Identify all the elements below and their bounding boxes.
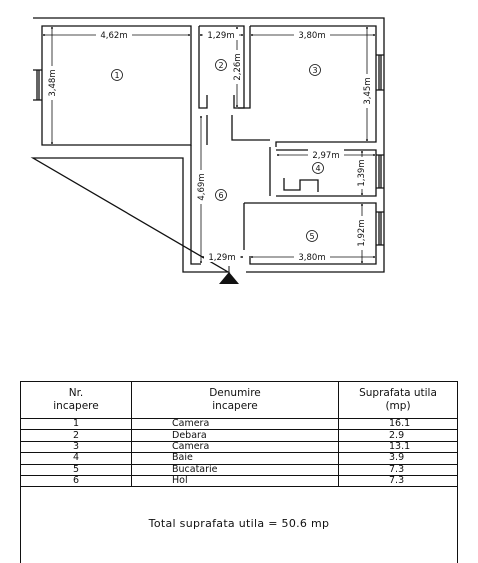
total-area: Total suprafata utila = 50.6 mp [148, 517, 330, 530]
cell-area: 13.1 [338, 441, 457, 454]
dim-hall-height: 4,69m [197, 173, 207, 200]
header-nr-label: Nr. incapere [53, 387, 99, 412]
rooms-table: Nr. incapere Denumire incapere Suprafata… [21, 382, 457, 488]
cell-area: 7.3 [338, 475, 457, 488]
dim-room1-height: 3,48m [48, 69, 58, 96]
cell-nr: 4 [21, 452, 132, 465]
cell-area: 16.1 [338, 418, 457, 431]
cell-area: 2.9 [338, 429, 457, 442]
cell-nr: 1 [21, 418, 132, 431]
cell-nr: 5 [21, 464, 132, 476]
dim-room4-height: 1,39m [357, 159, 367, 186]
cell-area: 3.9 [338, 452, 457, 465]
cell-name: Bucatarie [131, 464, 339, 476]
floor-plan: 4,62m 3,48m 1,29m 2,26m 3,80m 3,45m 2,97… [30, 17, 385, 284]
table-row: 2 Debara 2.9 [21, 429, 457, 442]
room-number-2: 2 [218, 61, 223, 70]
room-numbers: 1 2 3 4 5 6 [114, 61, 320, 241]
dim-room2-width: 1,29m [207, 31, 234, 41]
dim-room5-width: 3,80m [298, 253, 325, 263]
room-number-3: 3 [312, 66, 317, 75]
room-marker-3 [309, 64, 321, 76]
cell-name: Camera [131, 418, 339, 431]
dim-room5-height: 1,92m [357, 219, 367, 246]
room-number-4: 4 [315, 164, 320, 173]
room-marker-1 [111, 69, 123, 81]
dim-room4-width: 2,97m [312, 151, 339, 161]
table-row: 5 Bucatarie 7.3 [21, 464, 457, 476]
table-row: 6 Hol 7.3 [21, 475, 457, 488]
dim-room3-height: 3,45m [363, 77, 373, 104]
dim-room1-width: 4,62m [100, 31, 127, 41]
header-nr: Nr. incapere [21, 382, 132, 419]
dim-room3-width: 3,80m [298, 31, 325, 41]
cell-nr: 3 [21, 441, 132, 454]
table-header-row: Nr. incapere Denumire incapere Suprafata… [21, 382, 457, 419]
room-marker-4 [312, 162, 324, 174]
table-row: 4 Baie 3.9 [21, 452, 457, 465]
cell-name: Camera [131, 441, 339, 454]
cell-name: Hol [131, 475, 339, 488]
header-name: Denumire incapere [131, 382, 339, 419]
room-marker-5 [306, 230, 318, 242]
room-number-5: 5 [309, 232, 314, 241]
dim-hall-width: 1,29m [208, 253, 235, 263]
dim-room2-height: 2,26m [233, 53, 243, 80]
cell-area: 7.3 [338, 464, 457, 476]
entrance-arrow-icon [219, 266, 239, 284]
cell-nr: 6 [21, 475, 132, 488]
cell-nr: 2 [21, 429, 132, 442]
table-row: 3 Camera 13.1 [21, 441, 457, 454]
room-marker-2 [215, 59, 227, 71]
dimension-labels: 4,62m 3,48m 1,29m 2,26m 3,80m 3,45m 2,97… [46, 29, 373, 263]
walls [30, 17, 385, 273]
cell-name: Baie [131, 452, 339, 465]
header-name-label: Denumire incapere [209, 387, 261, 412]
room-marker-6 [215, 189, 227, 201]
room-number-1: 1 [114, 71, 119, 80]
room-markers [111, 59, 324, 242]
header-area: Suprafata utila (mp) [338, 382, 457, 419]
header-area-label: Suprafata utila (mp) [359, 387, 437, 412]
table-row: 1 Camera 16.1 [21, 418, 457, 431]
area-table: Nr. incapere Denumire incapere Suprafata… [20, 381, 458, 563]
cell-name: Debara [131, 429, 339, 442]
room-number-6: 6 [218, 191, 223, 200]
